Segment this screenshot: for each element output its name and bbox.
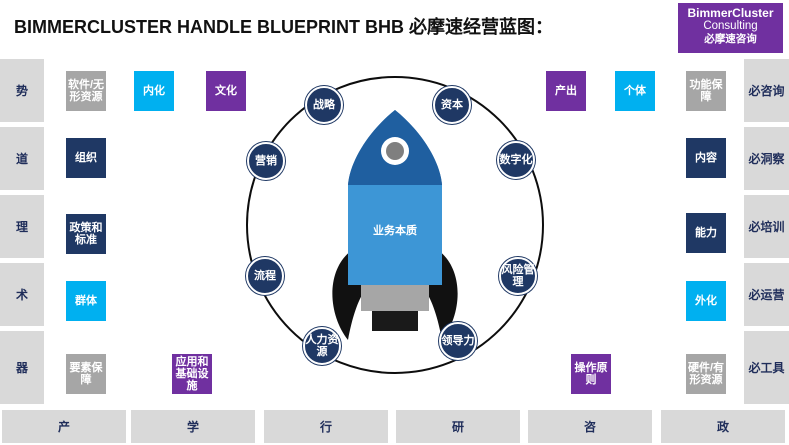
outer-ring [246, 76, 544, 374]
rocket-base-band [361, 285, 429, 311]
left-cell-dao: 道 [0, 127, 44, 190]
element-support-box: 要素保障 [66, 354, 106, 394]
node-capital: 资本 [433, 86, 471, 124]
bottom-cell-government: 政 [661, 410, 785, 443]
function-support-box: 功能保障 [686, 71, 726, 111]
rocket-nozzle [372, 311, 418, 331]
operation-principle-box: 操作原则 [571, 354, 611, 394]
organization-box: 组织 [66, 138, 106, 178]
node-risk-management: 风险管理 [499, 257, 537, 295]
capability-box: 能力 [686, 213, 726, 253]
rocket-mid-section [348, 185, 442, 285]
core-label: 业务本质 [373, 225, 417, 237]
left-cell-li: 理 [0, 195, 44, 258]
individual-box: 个体 [615, 71, 655, 111]
company-logo: BimmerCluster Consulting 必摩速咨询 [678, 3, 783, 53]
left-cell-shi: 势 [0, 59, 44, 122]
community-box: 群体 [66, 281, 106, 321]
content-box: 内容 [686, 138, 726, 178]
node-marketing: 营销 [247, 142, 285, 180]
node-human-resources: 人力资源 [303, 327, 341, 365]
culture-box: 文化 [206, 71, 246, 111]
node-process: 流程 [246, 257, 284, 295]
policy-standard-box: 政策和标准 [66, 214, 106, 254]
bottom-cell-business: 行 [264, 410, 388, 443]
bottom-cell-industry: 产 [2, 410, 126, 443]
logo-line-3: 必摩速咨询 [704, 33, 757, 45]
right-cell-training: 必培训 [744, 195, 789, 258]
logo-line-2: Consulting [703, 20, 758, 32]
right-cell-operation: 必运营 [744, 263, 789, 326]
bottom-cell-research: 研 [396, 410, 520, 443]
right-cell-insight: 必洞察 [744, 127, 789, 190]
output-box: 产出 [546, 71, 586, 111]
left-cell-shu: 术 [0, 263, 44, 326]
infrastructure-box: 应用和基础设施 [172, 354, 212, 394]
node-leadership: 领导力 [439, 322, 477, 360]
right-cell-consult: 必咨询 [744, 59, 789, 122]
node-strategy: 战略 [305, 86, 343, 124]
rocket-window [386, 142, 404, 160]
software-resource-box: 软件/无形资源 [66, 71, 106, 111]
externalize-box: 外化 [686, 281, 726, 321]
right-cell-tools: 必工具 [744, 331, 789, 404]
left-cell-qi: 器 [0, 331, 44, 404]
node-digital: 数字化 [497, 141, 535, 179]
hardware-resource-box: 硬件/有形资源 [686, 354, 726, 394]
bottom-cell-academia: 学 [131, 410, 255, 443]
bottom-cell-consulting: 咨 [528, 410, 652, 443]
logo-line-1: BimmerCluster [687, 6, 774, 20]
internalize-box: 内化 [134, 71, 174, 111]
page-title: BIMMERCLUSTER HANDLE BLUEPRINT BHB 必摩速经营… [14, 17, 553, 37]
